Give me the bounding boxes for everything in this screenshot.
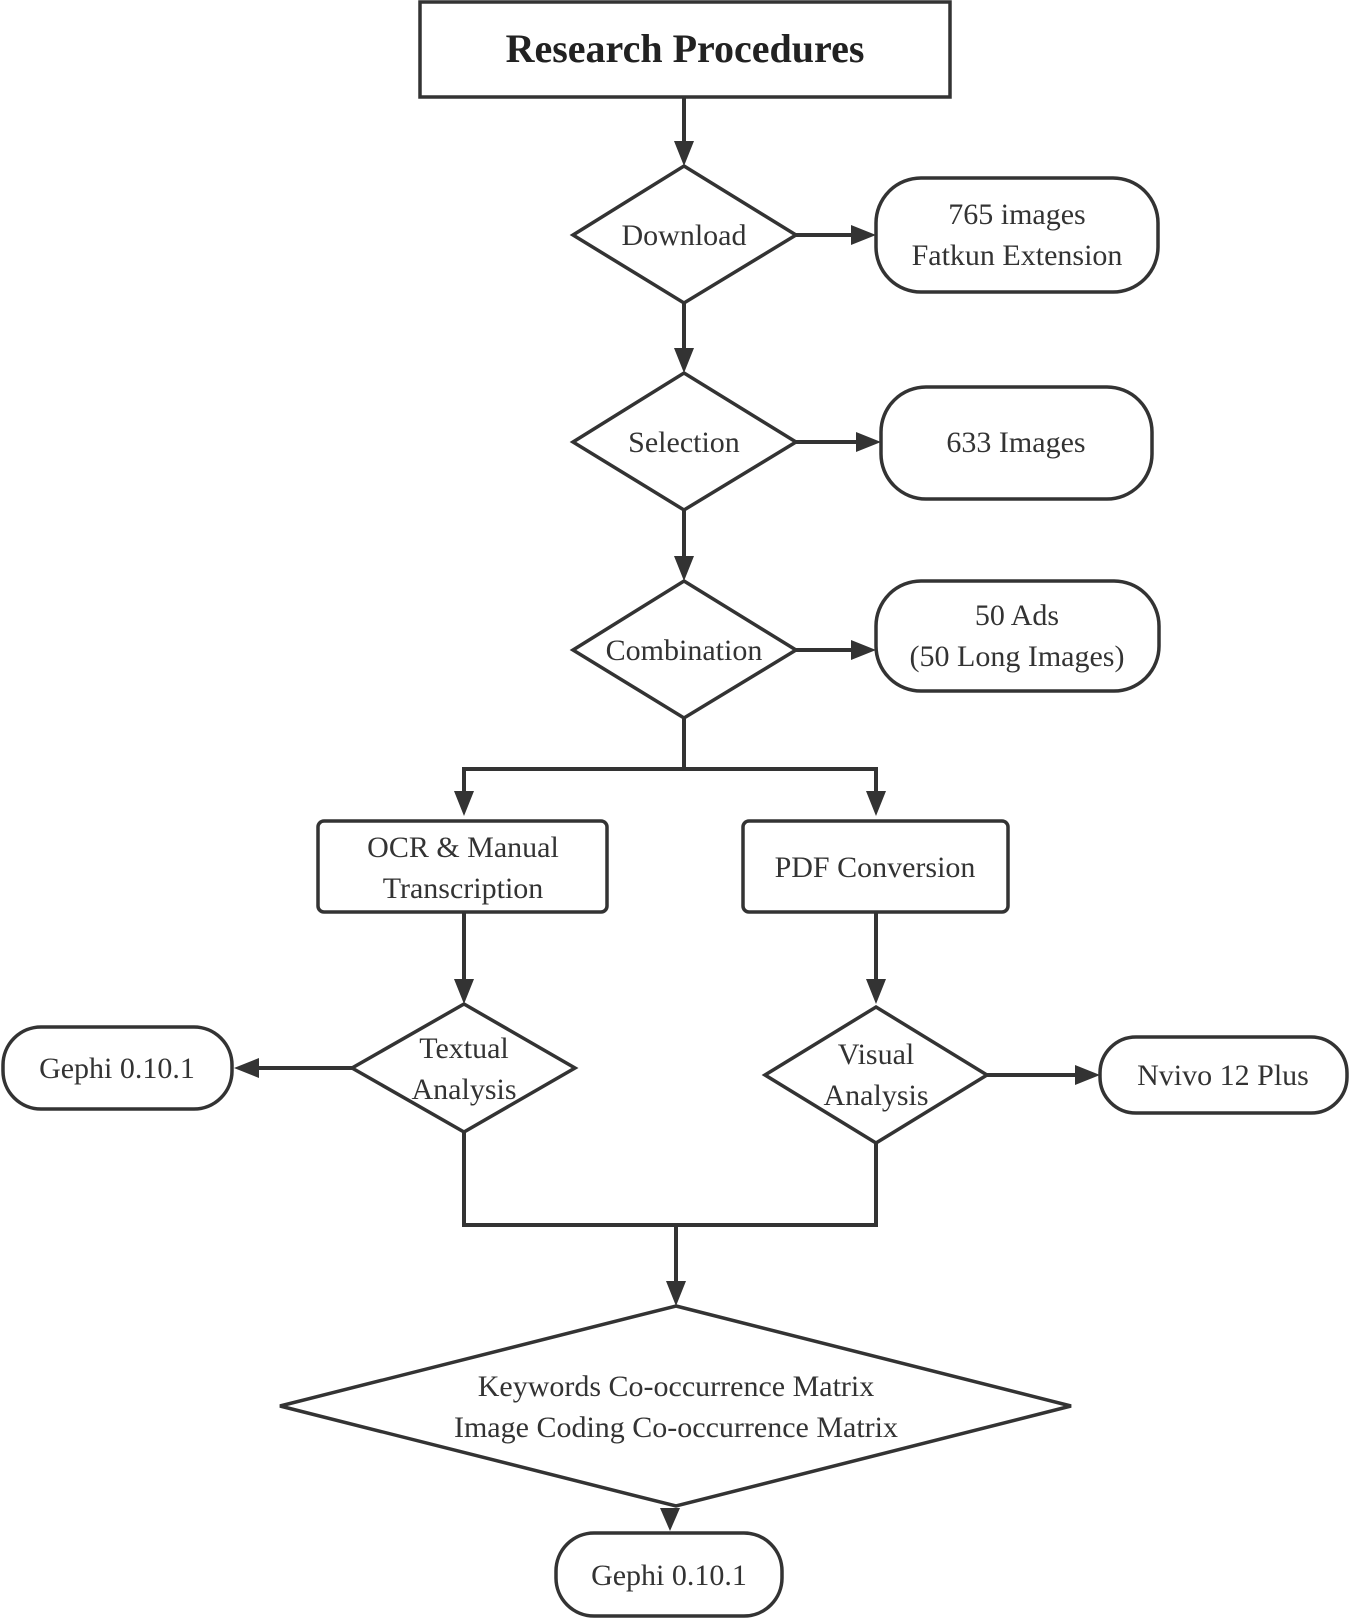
download-decision: Download xyxy=(569,163,800,306)
edge-visual-merge xyxy=(676,1143,878,1227)
ocr-label-line-1: OCR & Manual xyxy=(367,831,559,864)
selection-label: Selection xyxy=(628,426,740,459)
arrowhead-down xyxy=(866,979,886,1004)
pdf-process: PDF Conversion xyxy=(741,819,1010,914)
visual-label-line-1: Visual xyxy=(838,1038,915,1071)
final-output: Gephi 0.10.1 xyxy=(554,1531,784,1618)
arrowhead-right xyxy=(1075,1065,1100,1085)
final-output-label: Gephi 0.10.1 xyxy=(591,1559,747,1592)
page-title: Research Procedures xyxy=(506,26,865,71)
arrowhead-right xyxy=(856,432,881,452)
textual-label-line-2: Analysis xyxy=(412,1073,517,1106)
download-label: Download xyxy=(622,219,747,252)
arrowhead-down xyxy=(660,1508,680,1531)
ocr-label-line-2: Transcription xyxy=(383,872,544,905)
arrowhead-left xyxy=(234,1058,259,1078)
matrix-label-line-2: Image Coding Co-occurrence Matrix xyxy=(454,1411,898,1444)
edge-split-pdf xyxy=(684,767,878,795)
textual-label-line-1: Textual xyxy=(419,1032,509,1065)
visual-output: Nvivo 12 Plus xyxy=(1098,1035,1349,1115)
textual-output-label: Gephi 0.10.1 xyxy=(39,1052,195,1085)
combination-label: Combination xyxy=(606,634,763,667)
arrowhead-down xyxy=(454,979,474,1004)
visual-output-label: Nvivo 12 Plus xyxy=(1137,1059,1309,1092)
arrowhead-down xyxy=(454,791,474,816)
combination-decision: Combination xyxy=(569,578,800,721)
arrowhead-down xyxy=(666,1281,686,1306)
visual-analysis-decision: Visual Analysis xyxy=(761,1004,991,1146)
arrowhead-down xyxy=(674,348,694,373)
arrowhead-right xyxy=(851,225,876,245)
combination-output: 50 Ads (50 Long Images) xyxy=(874,579,1161,693)
download-output: 765 images Fatkun Extension xyxy=(874,176,1160,294)
download-output-line-1: 765 images xyxy=(948,198,1085,231)
matrix-decision: Keywords Co-occurrence Matrix Image Codi… xyxy=(279,1304,1072,1508)
download-output-line-2: Fatkun Extension xyxy=(912,239,1123,272)
selection-output-label: 633 Images xyxy=(946,426,1085,459)
ocr-process: OCR & Manual Transcription xyxy=(316,819,609,914)
title-box: Research Procedures xyxy=(418,0,952,99)
textual-analysis-decision: Textual Analysis xyxy=(348,1001,579,1135)
arrowhead-right xyxy=(851,640,876,660)
matrix-label-line-1: Keywords Co-occurrence Matrix xyxy=(478,1370,875,1403)
pdf-label: PDF Conversion xyxy=(775,851,976,884)
arrowhead-down xyxy=(674,141,694,166)
selection-output: 633 Images xyxy=(879,385,1154,501)
edge-split-ocr xyxy=(462,767,684,795)
combination-output-line-1: 50 Ads xyxy=(975,599,1059,632)
textual-output: Gephi 0.10.1 xyxy=(1,1025,234,1111)
visual-label-line-2: Analysis xyxy=(824,1079,929,1112)
connectors xyxy=(234,97,1100,1531)
edge-textual-merge xyxy=(462,1132,676,1227)
arrowhead-down xyxy=(674,556,694,581)
selection-decision: Selection xyxy=(569,370,800,513)
combination-output-line-2: (50 Long Images) xyxy=(910,640,1125,673)
arrowhead-down xyxy=(866,791,886,816)
